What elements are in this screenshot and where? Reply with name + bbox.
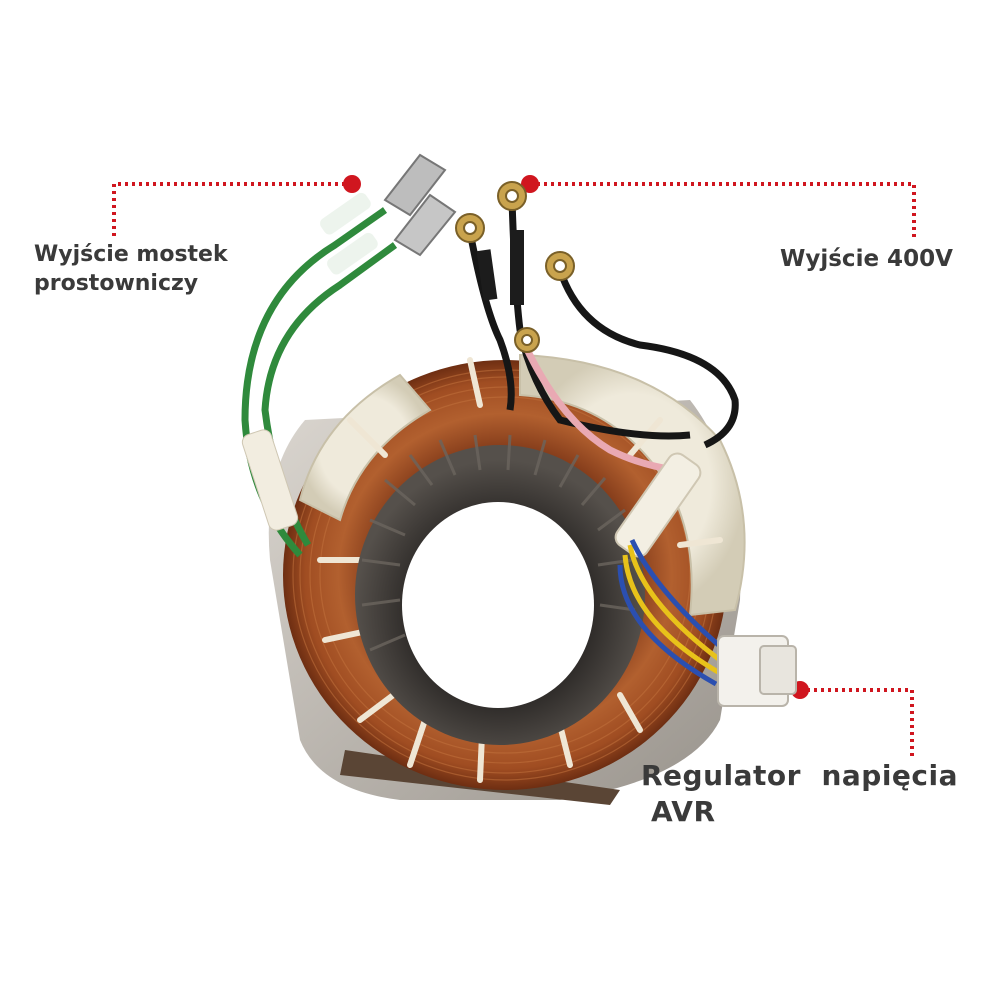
green-wires: [241, 192, 398, 558]
label-avr-line1: Regulator napięcia: [641, 759, 958, 792]
callout-dot-icon: [343, 175, 361, 193]
callout-bridge-output: [112, 175, 361, 236]
laminated-core: [355, 434, 645, 745]
avr-leads: [614, 452, 724, 687]
label-avr-line2: AVR: [651, 795, 716, 828]
winding-tie-bands: [317, 357, 723, 783]
output-400v-wires: [466, 199, 739, 474]
spade-terminal-icon: [383, 153, 457, 257]
ring-terminal-icon: [455, 181, 575, 353]
label-bridge-output-line1: Wyjście mostek: [34, 242, 228, 267]
callout-avr: [791, 681, 914, 758]
rotor-bore: [402, 502, 594, 708]
label-400v-output: Wyjście 400V: [780, 246, 953, 272]
callout-dot-icon: [521, 175, 539, 193]
callout-400v-output: [521, 175, 916, 238]
label-bridge-output: Wyjście mostek prostowniczy: [34, 240, 228, 298]
label-bridge-output-line2: prostowniczy: [34, 271, 199, 296]
avr-connector-icon: [717, 635, 797, 707]
label-avr: Regulator napięcia AVR: [641, 758, 958, 830]
